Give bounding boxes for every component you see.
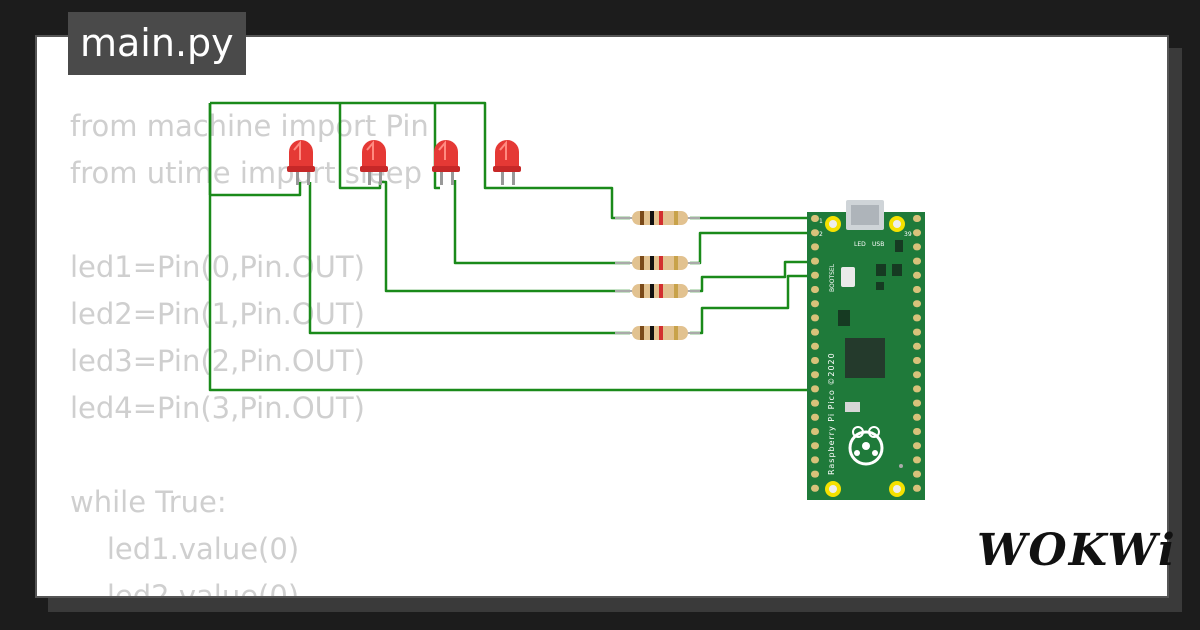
header-pin[interactable]: [913, 399, 921, 407]
pin-1-label: 1: [819, 218, 823, 225]
led-label: LED: [854, 241, 866, 248]
header-pin[interactable]: [811, 428, 819, 435]
header-pin[interactable]: [811, 300, 819, 308]
code-line: from utime import sleep: [70, 156, 423, 190]
pin-39-label: 39: [904, 231, 912, 238]
wire[interactable]: [308, 182, 630, 335]
wire[interactable]: [506, 186, 630, 220]
raspberry-logo: [848, 430, 884, 466]
resistor-3[interactable]: [615, 284, 700, 298]
led-3[interactable]: [432, 140, 460, 185]
wire[interactable]: [208, 103, 815, 392]
led-4[interactable]: [493, 140, 521, 185]
header-pin[interactable]: [811, 314, 819, 322]
file-tab[interactable]: main.py: [68, 12, 246, 75]
header-pin[interactable]: [811, 456, 819, 464]
wire[interactable]: [453, 180, 630, 265]
header-pin[interactable]: [913, 328, 921, 336]
code-line: led1.value(0): [70, 532, 300, 566]
led-1[interactable]: [287, 140, 315, 185]
wires: [208, 101, 815, 392]
code-line: from machine import Pin: [70, 109, 429, 143]
header-pin[interactable]: [913, 271, 921, 279]
header-pin[interactable]: [811, 413, 819, 421]
pin-2-label: 2: [819, 231, 823, 238]
usb-label: USB: [872, 241, 884, 248]
led-2[interactable]: [360, 140, 388, 185]
header-pin[interactable]: [811, 271, 819, 279]
wire[interactable]: [433, 103, 440, 190]
header-pin[interactable]: [811, 215, 819, 222]
code-line: led2.value(0): [70, 579, 300, 598]
header-pin[interactable]: [913, 456, 921, 464]
wire[interactable]: [210, 182, 302, 197]
header-pin[interactable]: [913, 371, 921, 379]
header-pin[interactable]: [811, 470, 819, 478]
code-line: led2=Pin(1,Pin.OUT): [70, 297, 365, 331]
header-pin[interactable]: [811, 399, 819, 407]
code-line: led1=Pin(0,Pin.OUT): [70, 250, 365, 284]
header-pin[interactable]: [913, 357, 921, 364]
header-pin[interactable]: [811, 442, 819, 450]
editor-panel: from machine import Pin from utime import…: [35, 35, 1169, 598]
pico-board[interactable]: LED USB 1 2 39 BOOTSEL Raspberry Pi Pico…: [807, 200, 925, 500]
header-pin[interactable]: [913, 257, 921, 265]
header-pin[interactable]: [913, 484, 921, 492]
wire[interactable]: [690, 274, 815, 335]
header-pin[interactable]: [913, 342, 921, 350]
bootsel-label: BOOTSEL: [829, 263, 836, 292]
header-pin[interactable]: [913, 470, 921, 478]
board-name: Raspberry Pi Pico ©2020: [827, 352, 836, 475]
header-pin[interactable]: [811, 342, 819, 350]
header-pin[interactable]: [811, 484, 819, 492]
code-listing: from machine import Pin from utime import…: [70, 103, 429, 598]
header-pin[interactable]: [913, 428, 921, 435]
code-line: led4=Pin(3,Pin.OUT): [70, 391, 365, 425]
wokwi-logo: WOKWi: [977, 525, 1177, 576]
rp2040-chip: [845, 338, 885, 378]
header-pin[interactable]: [913, 413, 921, 421]
wire[interactable]: [690, 231, 815, 265]
header-pin[interactable]: [811, 229, 819, 237]
right-header-pins: [913, 215, 921, 492]
header-pin[interactable]: [811, 328, 819, 336]
resistor-1[interactable]: [615, 211, 700, 225]
header-pin[interactable]: [913, 300, 921, 308]
header-pin[interactable]: [913, 314, 921, 322]
bootsel-button[interactable]: [841, 267, 855, 287]
header-pin[interactable]: [811, 286, 819, 293]
header-pin[interactable]: [811, 357, 819, 364]
code-line: led3=Pin(2,Pin.OUT): [70, 344, 365, 378]
wire[interactable]: [210, 101, 506, 190]
header-pin[interactable]: [811, 257, 819, 265]
header-pin[interactable]: [913, 442, 921, 450]
left-header-pins: [811, 215, 819, 492]
header-pin[interactable]: [811, 371, 819, 379]
resistor-4[interactable]: [615, 326, 700, 340]
header-pin[interactable]: [913, 243, 921, 251]
header-pin[interactable]: [811, 385, 819, 393]
code-line: while True:: [70, 485, 227, 519]
resistor-2[interactable]: [615, 256, 700, 270]
header-pin[interactable]: [811, 243, 819, 251]
header-pin[interactable]: [913, 215, 921, 222]
file-tab-label: main.py: [80, 21, 234, 65]
wire[interactable]: [380, 180, 630, 293]
header-pin[interactable]: [913, 286, 921, 293]
header-pin[interactable]: [913, 385, 921, 393]
header-pin[interactable]: [913, 229, 921, 237]
